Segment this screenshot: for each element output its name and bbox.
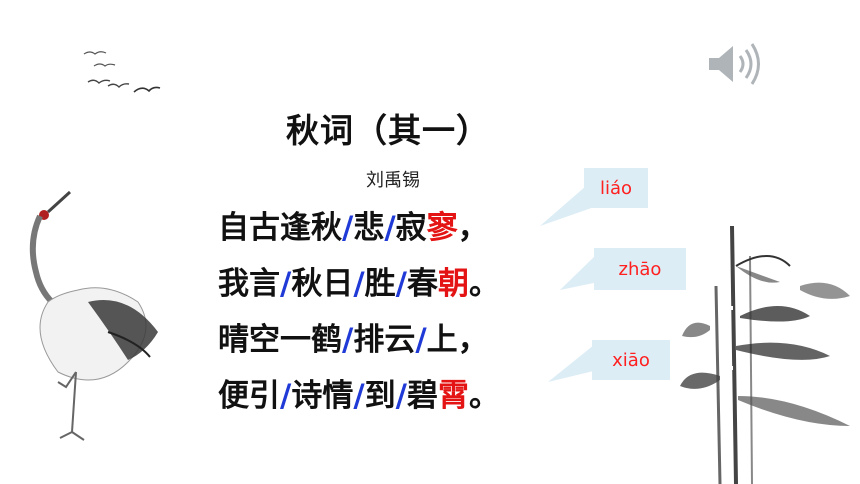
line-2-part-d: 春 xyxy=(406,266,438,302)
rhythm-separator: / xyxy=(353,378,365,414)
line-4-part-a: 便引 xyxy=(218,378,280,414)
rhythm-separator: / xyxy=(415,322,427,358)
poem-line-3: 晴空一鹤/排云/上， xyxy=(218,314,489,362)
rhythm-separator: / xyxy=(395,266,407,302)
line-1-end: ， xyxy=(457,210,489,246)
line-4-part-c: 到 xyxy=(364,378,396,414)
poem-line-2: 我言/秋日/胜/春朝。 xyxy=(218,258,500,306)
highlight-char-zhao: 朝 xyxy=(437,266,469,302)
line-1-part-b: 悲 xyxy=(353,210,385,246)
rhythm-separator: / xyxy=(342,322,354,358)
line-2-part-b: 秋日 xyxy=(291,266,354,302)
line-3-part-b: 排云 xyxy=(353,322,416,358)
line-1-part-a: 自古逢秋 xyxy=(218,210,342,246)
rhythm-separator: / xyxy=(280,378,292,414)
rhythm-separator: / xyxy=(353,266,365,302)
line-3-part-a: 晴空一鹤 xyxy=(218,322,342,358)
rhythm-separator: / xyxy=(395,378,407,414)
bamboo-illustration xyxy=(680,226,850,484)
line-1-part-c: 寂 xyxy=(395,210,427,246)
pinyin-callout-zhao: zhāo xyxy=(594,248,686,290)
rhythm-separator: / xyxy=(384,210,396,246)
pinyin-callout-xiao: xiāo xyxy=(592,340,670,380)
poem-title: 秋词（其一） xyxy=(286,111,490,150)
line-4-part-d: 碧 xyxy=(406,378,438,414)
birds-icon xyxy=(83,51,161,93)
pinyin-callout-liao: liáo xyxy=(584,168,648,208)
speaker-icon[interactable] xyxy=(705,38,763,90)
highlight-char-xiao: 霄 xyxy=(437,378,469,414)
line-2-end: 。 xyxy=(468,266,500,302)
rhythm-separator: / xyxy=(280,266,292,302)
line-2-part-c: 胜 xyxy=(364,266,396,302)
crane-illustration xyxy=(29,190,158,441)
poem-line-4: 便引/诗情/到/碧霄。 xyxy=(218,370,500,418)
poem-author: 刘禹锡 xyxy=(366,170,420,191)
line-2-part-a: 我言 xyxy=(218,266,280,302)
line-3-end: ， xyxy=(457,322,489,358)
rhythm-separator: / xyxy=(342,210,354,246)
line-4-part-b: 诗情 xyxy=(291,378,354,414)
line-4-end: 。 xyxy=(468,378,500,414)
poem-line-1: 自古逢秋/悲/寂寥， xyxy=(218,202,489,250)
line-3-part-c: 上 xyxy=(426,322,458,358)
highlight-char-liao: 寥 xyxy=(426,210,458,246)
